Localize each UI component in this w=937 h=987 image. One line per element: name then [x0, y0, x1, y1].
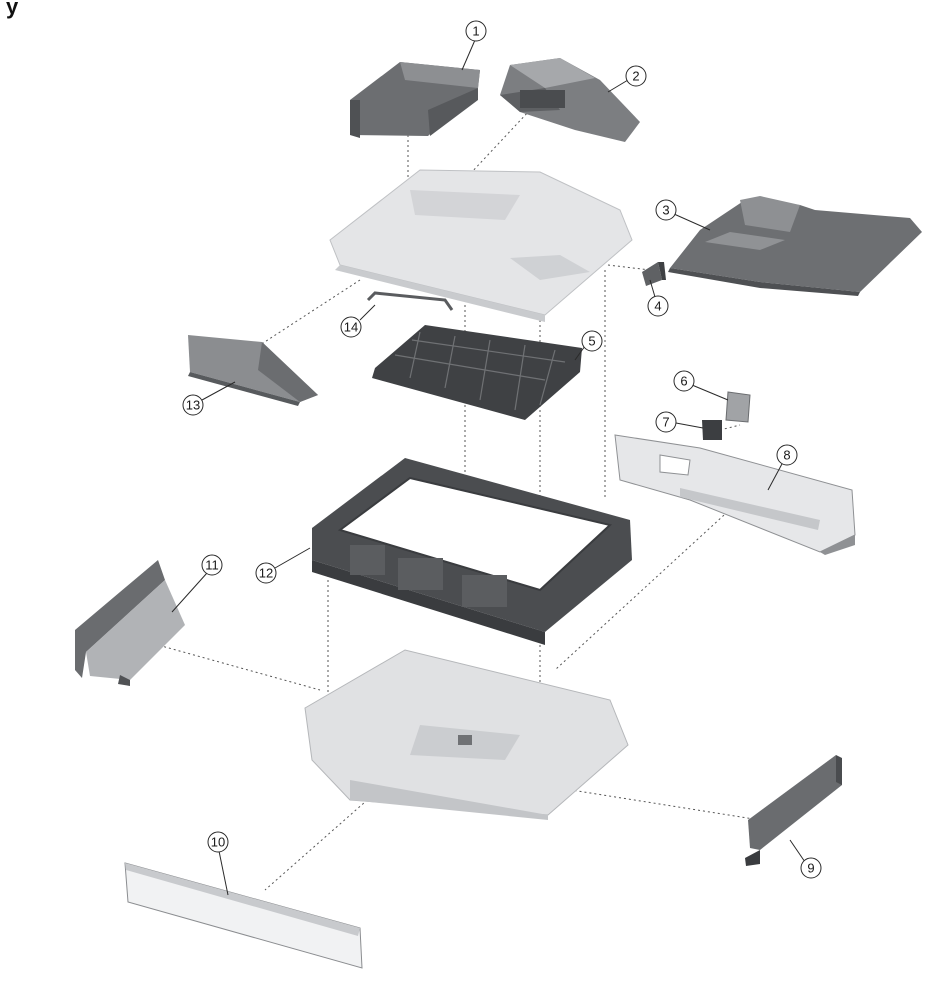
callouts: 1 2 3 4 5 6 7 8 9 — [171, 20, 822, 896]
title-fragment: y — [6, 0, 19, 19]
part-14-spring-wire — [366, 291, 454, 311]
callout-8: 8 — [776, 444, 798, 466]
svg-text:13: 13 — [186, 398, 200, 413]
svg-text:14: 14 — [344, 320, 358, 335]
svg-text:8: 8 — [783, 448, 790, 463]
part-10-front-cover — [124, 862, 363, 969]
svg-text:12: 12 — [259, 566, 273, 581]
callout-14: 14 — [340, 316, 362, 338]
svg-text:9: 9 — [807, 861, 814, 876]
callout-5: 5 — [581, 330, 603, 352]
part-11-side-rail-left — [75, 560, 185, 686]
svg-text:10: 10 — [211, 835, 225, 850]
svg-text:6: 6 — [680, 374, 687, 389]
part-7-pad — [702, 420, 722, 440]
callout-12: 12 — [255, 562, 277, 584]
callout-1: 1 — [465, 20, 487, 42]
part-4-bracket — [642, 262, 666, 286]
callout-2: 2 — [625, 65, 647, 87]
callout-6: 6 — [673, 370, 695, 392]
callout-9: 9 — [800, 857, 822, 879]
part-5-rib-plate — [372, 325, 582, 420]
part-6-pad — [725, 391, 751, 423]
part-9-side-rail-right — [745, 755, 842, 866]
callout-10: 10 — [207, 831, 229, 853]
svg-text:11: 11 — [205, 558, 219, 573]
base-chassis — [304, 649, 629, 820]
callout-3: 3 — [655, 199, 677, 221]
callout-7: 7 — [655, 411, 677, 433]
svg-text:4: 4 — [654, 299, 661, 314]
svg-text:3: 3 — [662, 203, 669, 218]
callout-11: 11 — [201, 554, 223, 576]
part-8-rear-panel — [614, 434, 856, 555]
part-13-wedge-cover — [188, 335, 318, 406]
callout-4: 4 — [647, 295, 669, 317]
svg-text:2: 2 — [632, 69, 639, 84]
svg-text:7: 7 — [662, 415, 669, 430]
svg-text:5: 5 — [588, 334, 595, 349]
part-2-hinge-cover — [500, 58, 640, 142]
top-plate — [329, 169, 633, 322]
part-3-output-tray — [668, 196, 922, 296]
part-1-cover — [350, 62, 480, 138]
callout-13: 13 — [182, 394, 204, 416]
part-12-frame — [312, 458, 632, 645]
svg-text:1: 1 — [472, 24, 479, 39]
